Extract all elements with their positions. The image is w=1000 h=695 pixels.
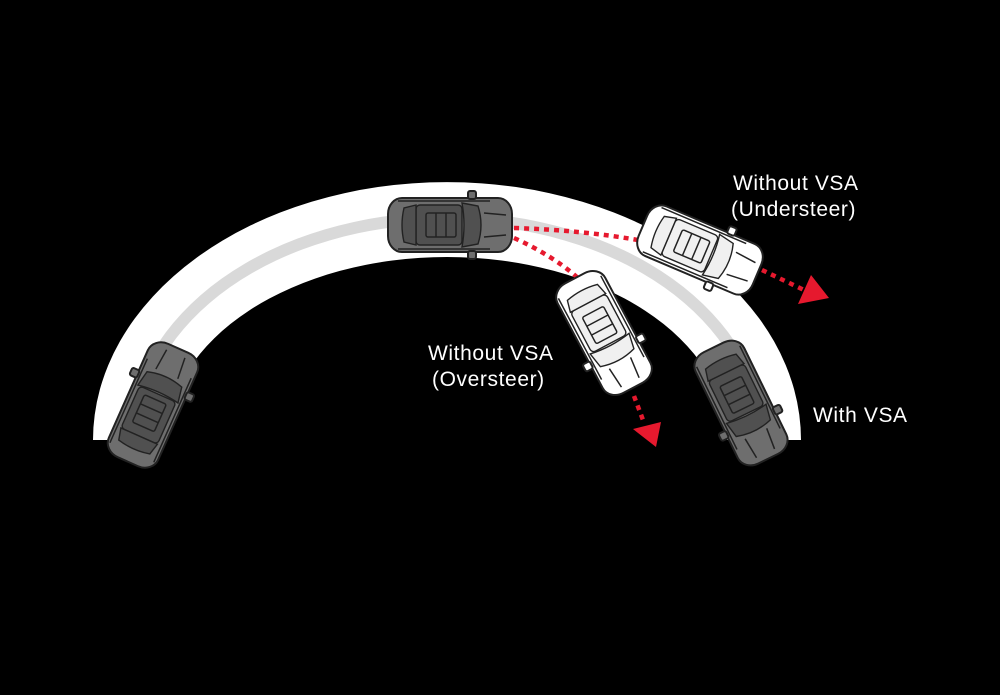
understeer-label-line2: (Understeer) xyxy=(731,198,856,221)
trajectory-arrows xyxy=(513,225,829,447)
car-with-vsa xyxy=(693,339,789,467)
car-oversteer xyxy=(555,269,653,397)
car-top xyxy=(387,190,513,260)
with-vsa-label: With VSA xyxy=(813,404,908,427)
oversteer-label-line2: (Oversteer) xyxy=(432,368,545,391)
car-entry xyxy=(106,341,200,469)
understeer-label-line1: Without VSA xyxy=(733,172,859,195)
oversteer-arrowhead xyxy=(633,422,661,447)
road-surface xyxy=(93,182,801,441)
understeer-exit-path xyxy=(761,267,805,293)
oversteer-exit-path xyxy=(631,395,646,421)
road xyxy=(93,182,801,441)
understeer-arrowhead xyxy=(798,275,829,304)
oversteer-label-line1: Without VSA xyxy=(428,342,554,365)
labels: Without VSA (Understeer) Without VSA (Ov… xyxy=(428,172,908,427)
understeer-path xyxy=(513,225,639,243)
car-understeer xyxy=(636,204,764,296)
